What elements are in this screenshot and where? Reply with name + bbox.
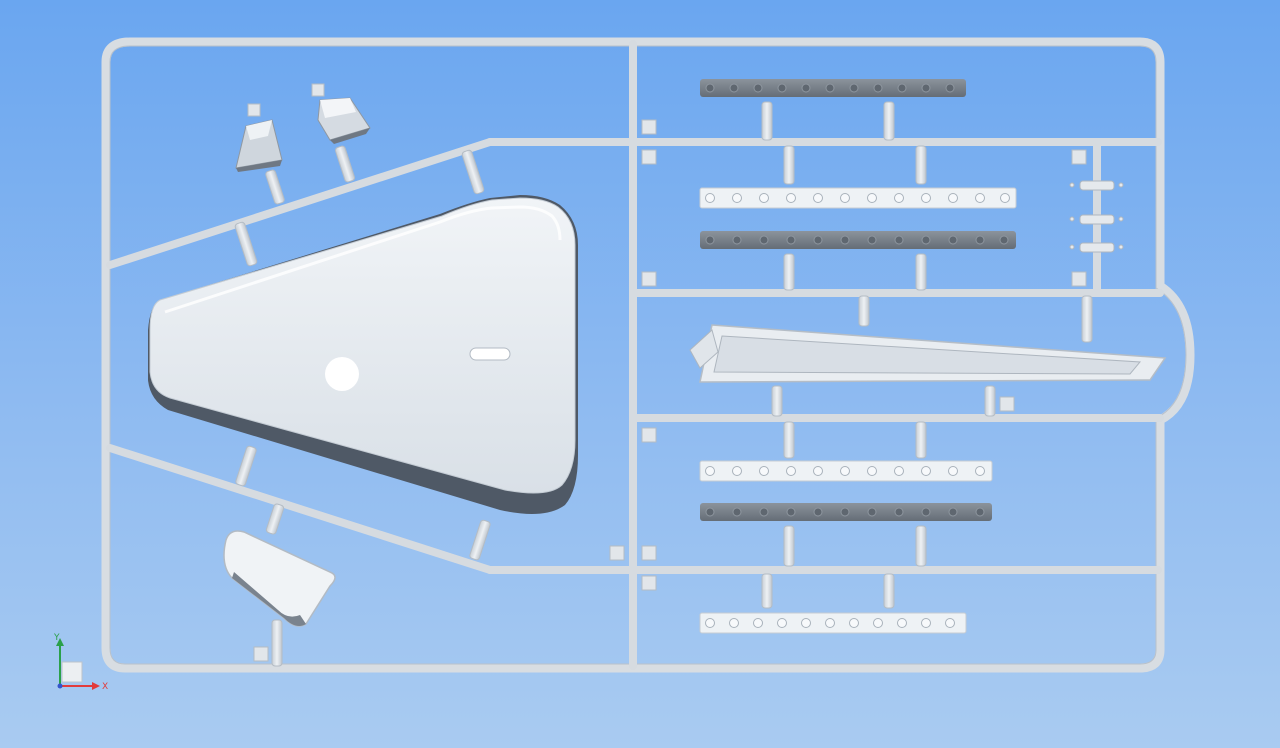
curved-scoop-part (223, 530, 336, 627)
small-angled-parts (235, 97, 371, 172)
y-axis-label: Y (53, 633, 60, 643)
large-wedge-part (148, 195, 578, 514)
small-connector-parts (1069, 180, 1124, 253)
sprue-gates (234, 101, 1093, 667)
x-axis-label: X (102, 682, 108, 692)
dark-strip-parts (700, 79, 1016, 521)
axis-triad-icon: Y X (53, 633, 108, 692)
tapered-blade-part (689, 324, 1167, 383)
sprue-runners (106, 40, 1164, 670)
sprue-tabs (247, 83, 1087, 662)
light-strip-parts (699, 187, 1017, 634)
